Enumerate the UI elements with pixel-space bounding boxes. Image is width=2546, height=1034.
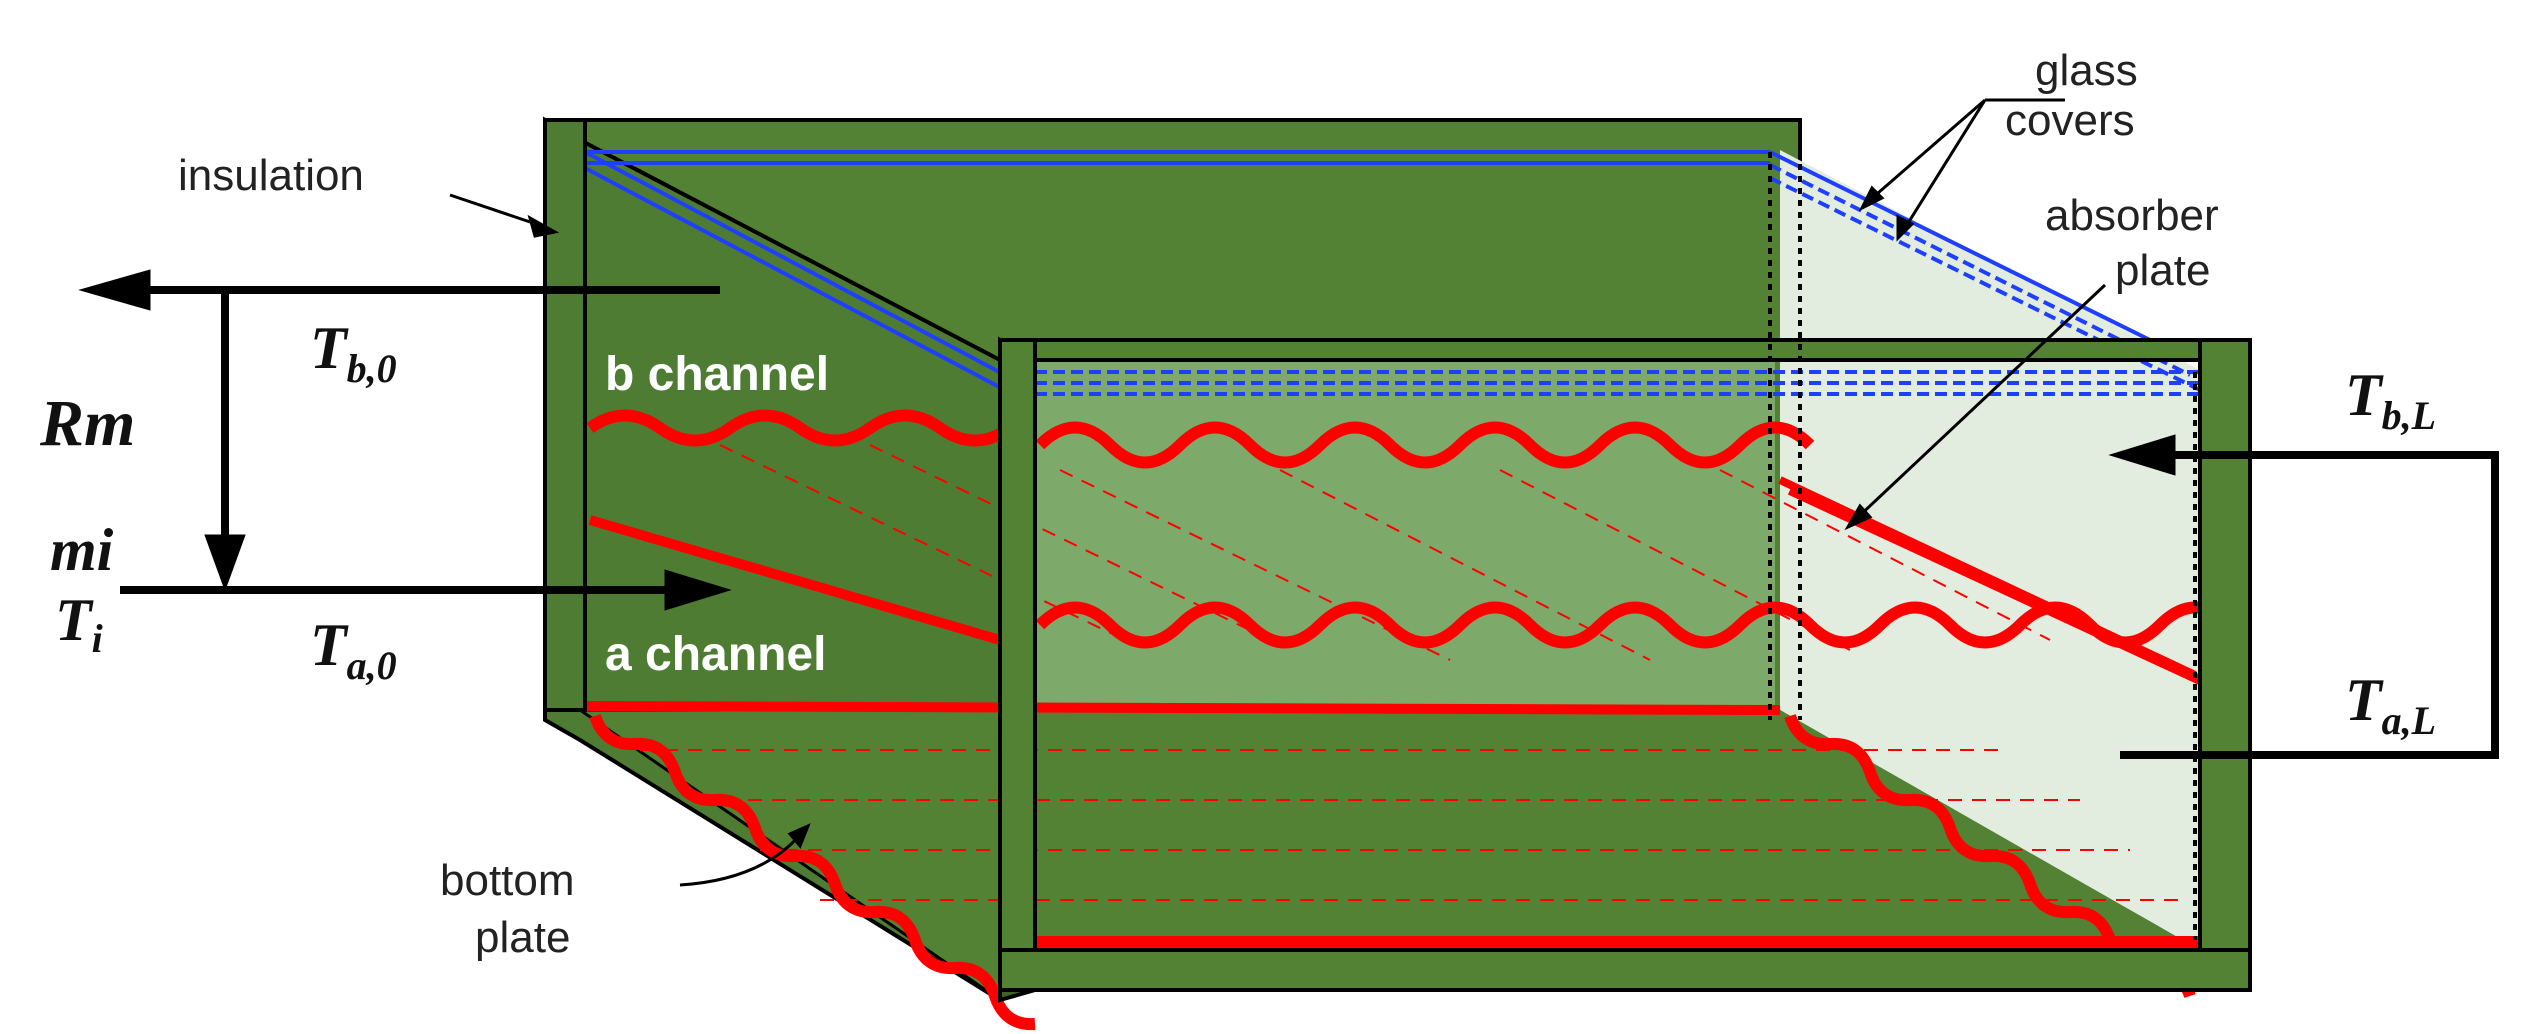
glass-covers — [584, 150, 2201, 396]
hidden-edges — [1768, 152, 2197, 940]
bottom-plate-label-line2: plate — [475, 913, 570, 962]
absorber-left-edge — [588, 515, 1002, 645]
a-channel-label: a channel — [605, 628, 826, 681]
front-window — [1035, 360, 1775, 710]
outlet-arrowhead — [78, 269, 151, 311]
glass-covers-label-line1: glass — [2035, 46, 2138, 95]
b-channel-label: b channel — [605, 348, 829, 401]
temp-a-inlet: Ta,0 — [310, 612, 397, 688]
floor-right-part — [1780, 710, 2200, 960]
absorber-plate-label-line1: absorber — [2045, 191, 2219, 240]
flow-arrows — [78, 269, 2499, 759]
inlet-arrowhead — [664, 569, 732, 611]
absorber-plate-label-line2: plate — [2115, 246, 2210, 295]
temp-inlet: Ti — [55, 587, 103, 661]
mass-flow-label: mi — [50, 517, 114, 583]
temp-b-outlet: Tb,0 — [310, 315, 397, 391]
insulation-label: insulation — [178, 151, 364, 200]
recycle-ratio-label: Rm — [39, 387, 135, 460]
pointer-lines — [449, 98, 2107, 887]
bottom-plate-label-line1: bottom — [440, 856, 575, 905]
temp-b-end: Tb,L — [2345, 362, 2436, 438]
recirculation-arrowhead — [204, 534, 246, 592]
absorber-lower-wave — [1035, 601, 2235, 649]
absorber-front-wave — [1035, 421, 1815, 469]
front-frame — [543, 118, 2252, 1003]
temp-a-end: Ta,L — [2345, 667, 2436, 743]
return-arrowhead — [2108, 434, 2176, 476]
bottom-plate — [584, 701, 2200, 1031]
glass-covers-label-line2: covers — [2005, 96, 2135, 145]
absorber-left-wave — [586, 409, 1014, 447]
